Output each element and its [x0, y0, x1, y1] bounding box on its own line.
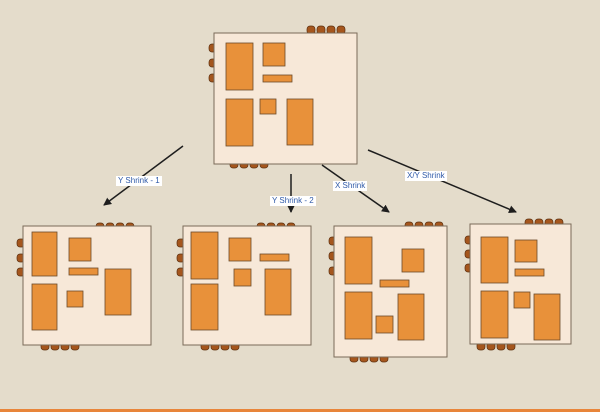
- blocks: [225, 42, 314, 147]
- block: [225, 98, 254, 147]
- block: [264, 268, 292, 316]
- blocks: [344, 236, 425, 341]
- block: [259, 98, 277, 115]
- block: [68, 237, 92, 262]
- block: [513, 291, 531, 309]
- block: [375, 315, 394, 334]
- block: [66, 290, 84, 308]
- block: [68, 267, 99, 276]
- block: [190, 283, 219, 331]
- edge-label-y-shrink-1: Y Shrink - 1: [116, 176, 162, 186]
- edge-label-y-shrink-2: Y Shrink - 2: [270, 196, 316, 206]
- arrow-y-shrink-1: [103, 145, 184, 206]
- block: [480, 236, 509, 284]
- block: [31, 283, 58, 331]
- original-layout: [208, 25, 358, 169]
- edge-label-x-shrink: X Shrink: [333, 181, 368, 191]
- block: [344, 236, 373, 285]
- edge-label-xy-shrink: X/Y Shrink: [405, 171, 447, 181]
- block: [262, 42, 286, 67]
- block: [228, 237, 252, 262]
- blocks: [190, 231, 292, 331]
- y-shrink-2-layout: [176, 222, 312, 351]
- block: [344, 291, 373, 340]
- block: [225, 42, 254, 91]
- bottom-accent-bar: [0, 409, 600, 412]
- blocks: [31, 231, 132, 331]
- block: [401, 248, 425, 273]
- block: [533, 293, 561, 341]
- block: [190, 231, 219, 280]
- block: [514, 239, 538, 263]
- block: [286, 98, 314, 146]
- y-shrink-1-layout: [16, 222, 152, 351]
- block: [480, 290, 509, 339]
- block: [379, 279, 410, 288]
- blocks: [480, 236, 561, 341]
- x-shrink-layout: [328, 221, 448, 363]
- arrow-xy-shrink: [367, 149, 517, 213]
- block: [259, 253, 290, 262]
- xy-shrink-layout: [464, 218, 572, 351]
- block: [514, 268, 545, 277]
- block: [104, 268, 132, 316]
- block: [31, 231, 58, 277]
- block: [262, 74, 293, 83]
- block: [397, 293, 425, 341]
- block: [233, 268, 252, 287]
